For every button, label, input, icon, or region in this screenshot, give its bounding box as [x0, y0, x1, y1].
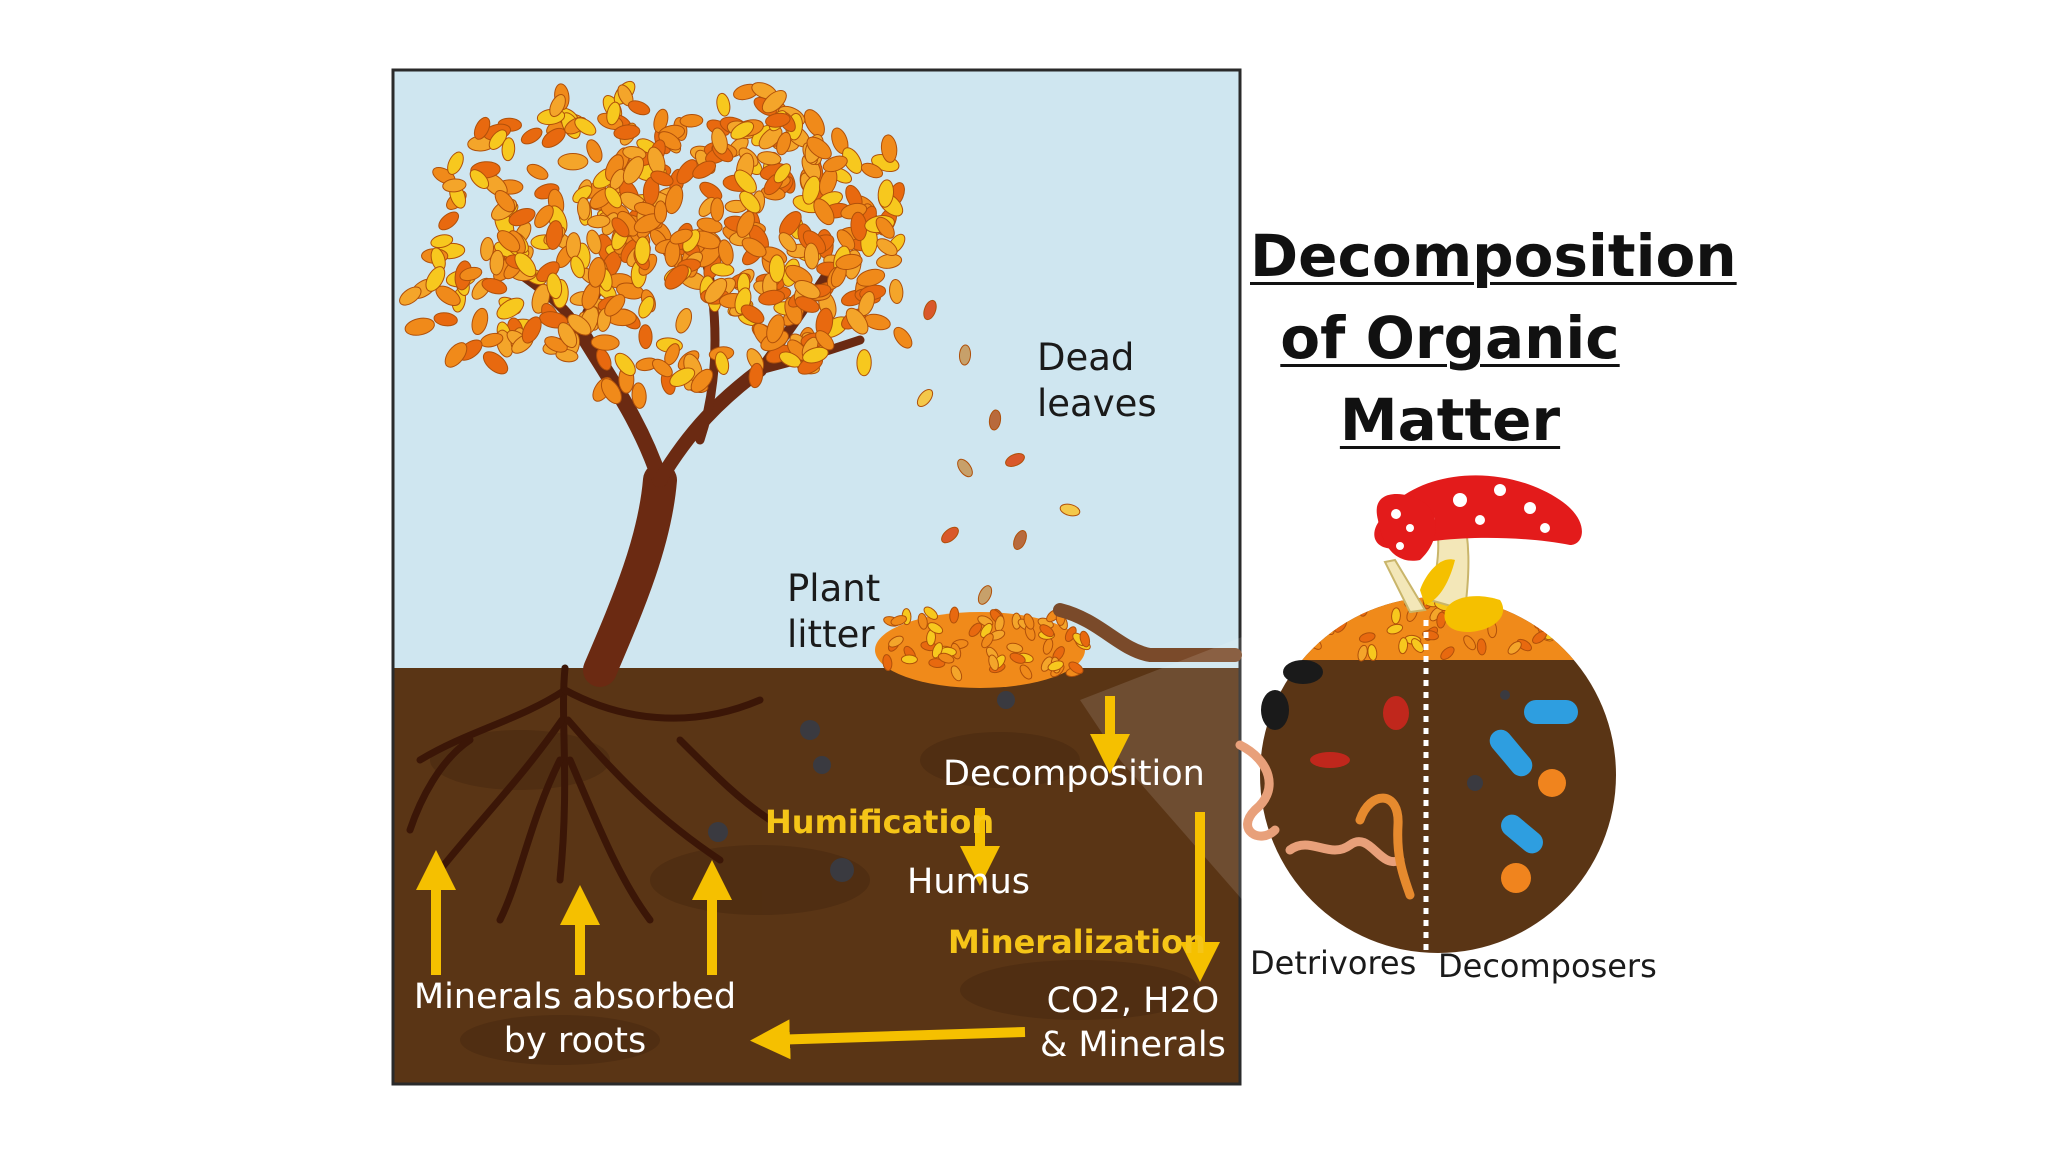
- leaf-icon: [901, 655, 917, 664]
- leaf-icon: [1284, 636, 1298, 654]
- leaf-icon: [1520, 587, 1537, 605]
- leaf-icon: [1295, 627, 1312, 645]
- leaf-icon: [1275, 585, 1291, 603]
- leaf-icon: [1366, 587, 1381, 605]
- title-line-1: Decomposition: [1250, 215, 1650, 297]
- leaf-icon: [654, 201, 666, 223]
- products-line-2: & Minerals: [1040, 1024, 1226, 1068]
- detrivores-label: Detrivores: [1250, 943, 1416, 983]
- leaf-icon: [769, 255, 784, 283]
- diagram-title: Decomposition of Organic Matter: [1250, 215, 1650, 461]
- decomposers-label: Decomposers: [1438, 946, 1657, 986]
- leaf-icon: [1581, 614, 1599, 631]
- plant-litter-line-2: litter: [787, 612, 880, 658]
- leaf-icon: [1345, 587, 1361, 605]
- spore-icon: [1467, 775, 1483, 791]
- products-label: CO2, H2O & Minerals: [1040, 980, 1226, 1068]
- leaf-icon: [1331, 594, 1349, 611]
- title-line-2: of Organic: [1250, 297, 1650, 379]
- mineralization-label: Mineralization: [948, 922, 1206, 962]
- leaf-icon: [857, 350, 872, 376]
- beetle-icon: [1283, 660, 1323, 684]
- minerals-absorbed-label: Minerals absorbed by roots: [410, 976, 740, 1064]
- leaf-icon: [1504, 590, 1522, 605]
- leaf-icon: [558, 153, 588, 170]
- leaf-icon: [1338, 584, 1355, 602]
- leaf-icon: [1550, 610, 1564, 628]
- leaf-icon: [1318, 590, 1331, 608]
- ant-icon: [1310, 752, 1350, 768]
- dead-leaves-line-2: leaves: [1037, 381, 1157, 427]
- spore-icon: [1500, 690, 1510, 700]
- spore-icon: [1538, 769, 1566, 797]
- leaf-icon: [1391, 608, 1401, 624]
- humus-label: Humus: [907, 861, 1030, 905]
- leaf-icon: [1282, 578, 1291, 594]
- humification-label: Humification: [765, 802, 994, 842]
- bacteria-icon: [1524, 700, 1578, 724]
- leaf-icon: [711, 198, 724, 221]
- leaf-icon: [1288, 580, 1298, 596]
- leaf-icon: [639, 325, 653, 349]
- leaf-icon: [1533, 612, 1544, 629]
- leaf-icon: [1528, 606, 1544, 624]
- beetle-icon: [1261, 690, 1289, 730]
- leaf-icon: [1293, 591, 1309, 601]
- leaf-icon: [1582, 638, 1600, 653]
- leaf-icon: [1521, 599, 1538, 611]
- leaf-icon: [1579, 638, 1595, 656]
- leaf-icon: [1287, 633, 1302, 651]
- ladybug-icon: [1383, 696, 1409, 730]
- spore-icon: [1501, 863, 1531, 893]
- leaf-icon: [1298, 598, 1309, 615]
- dead-leaves-label: Dead leaves: [1037, 335, 1157, 428]
- leaf-icon: [635, 237, 651, 265]
- leaf-icon: [1559, 623, 1577, 635]
- plant-litter-line-1: Plant: [787, 566, 880, 612]
- minerals-absorbed-line-2: by roots: [410, 1020, 740, 1064]
- products-line-1: CO2, H2O: [1040, 980, 1226, 1024]
- plant-litter-label: Plant litter: [787, 566, 880, 659]
- leaf-icon: [1564, 594, 1576, 612]
- leaf-icon: [1493, 582, 1509, 600]
- minerals-absorbed-line-1: Minerals absorbed: [410, 976, 740, 1020]
- title-line-3: Matter: [1250, 379, 1650, 461]
- dead-leaves-line-1: Dead: [1037, 335, 1157, 381]
- decomposition-label: Decomposition: [943, 753, 1205, 797]
- leaf-icon: [1313, 583, 1331, 599]
- leaf-icon: [1303, 601, 1321, 617]
- leaf-icon: [1292, 628, 1310, 645]
